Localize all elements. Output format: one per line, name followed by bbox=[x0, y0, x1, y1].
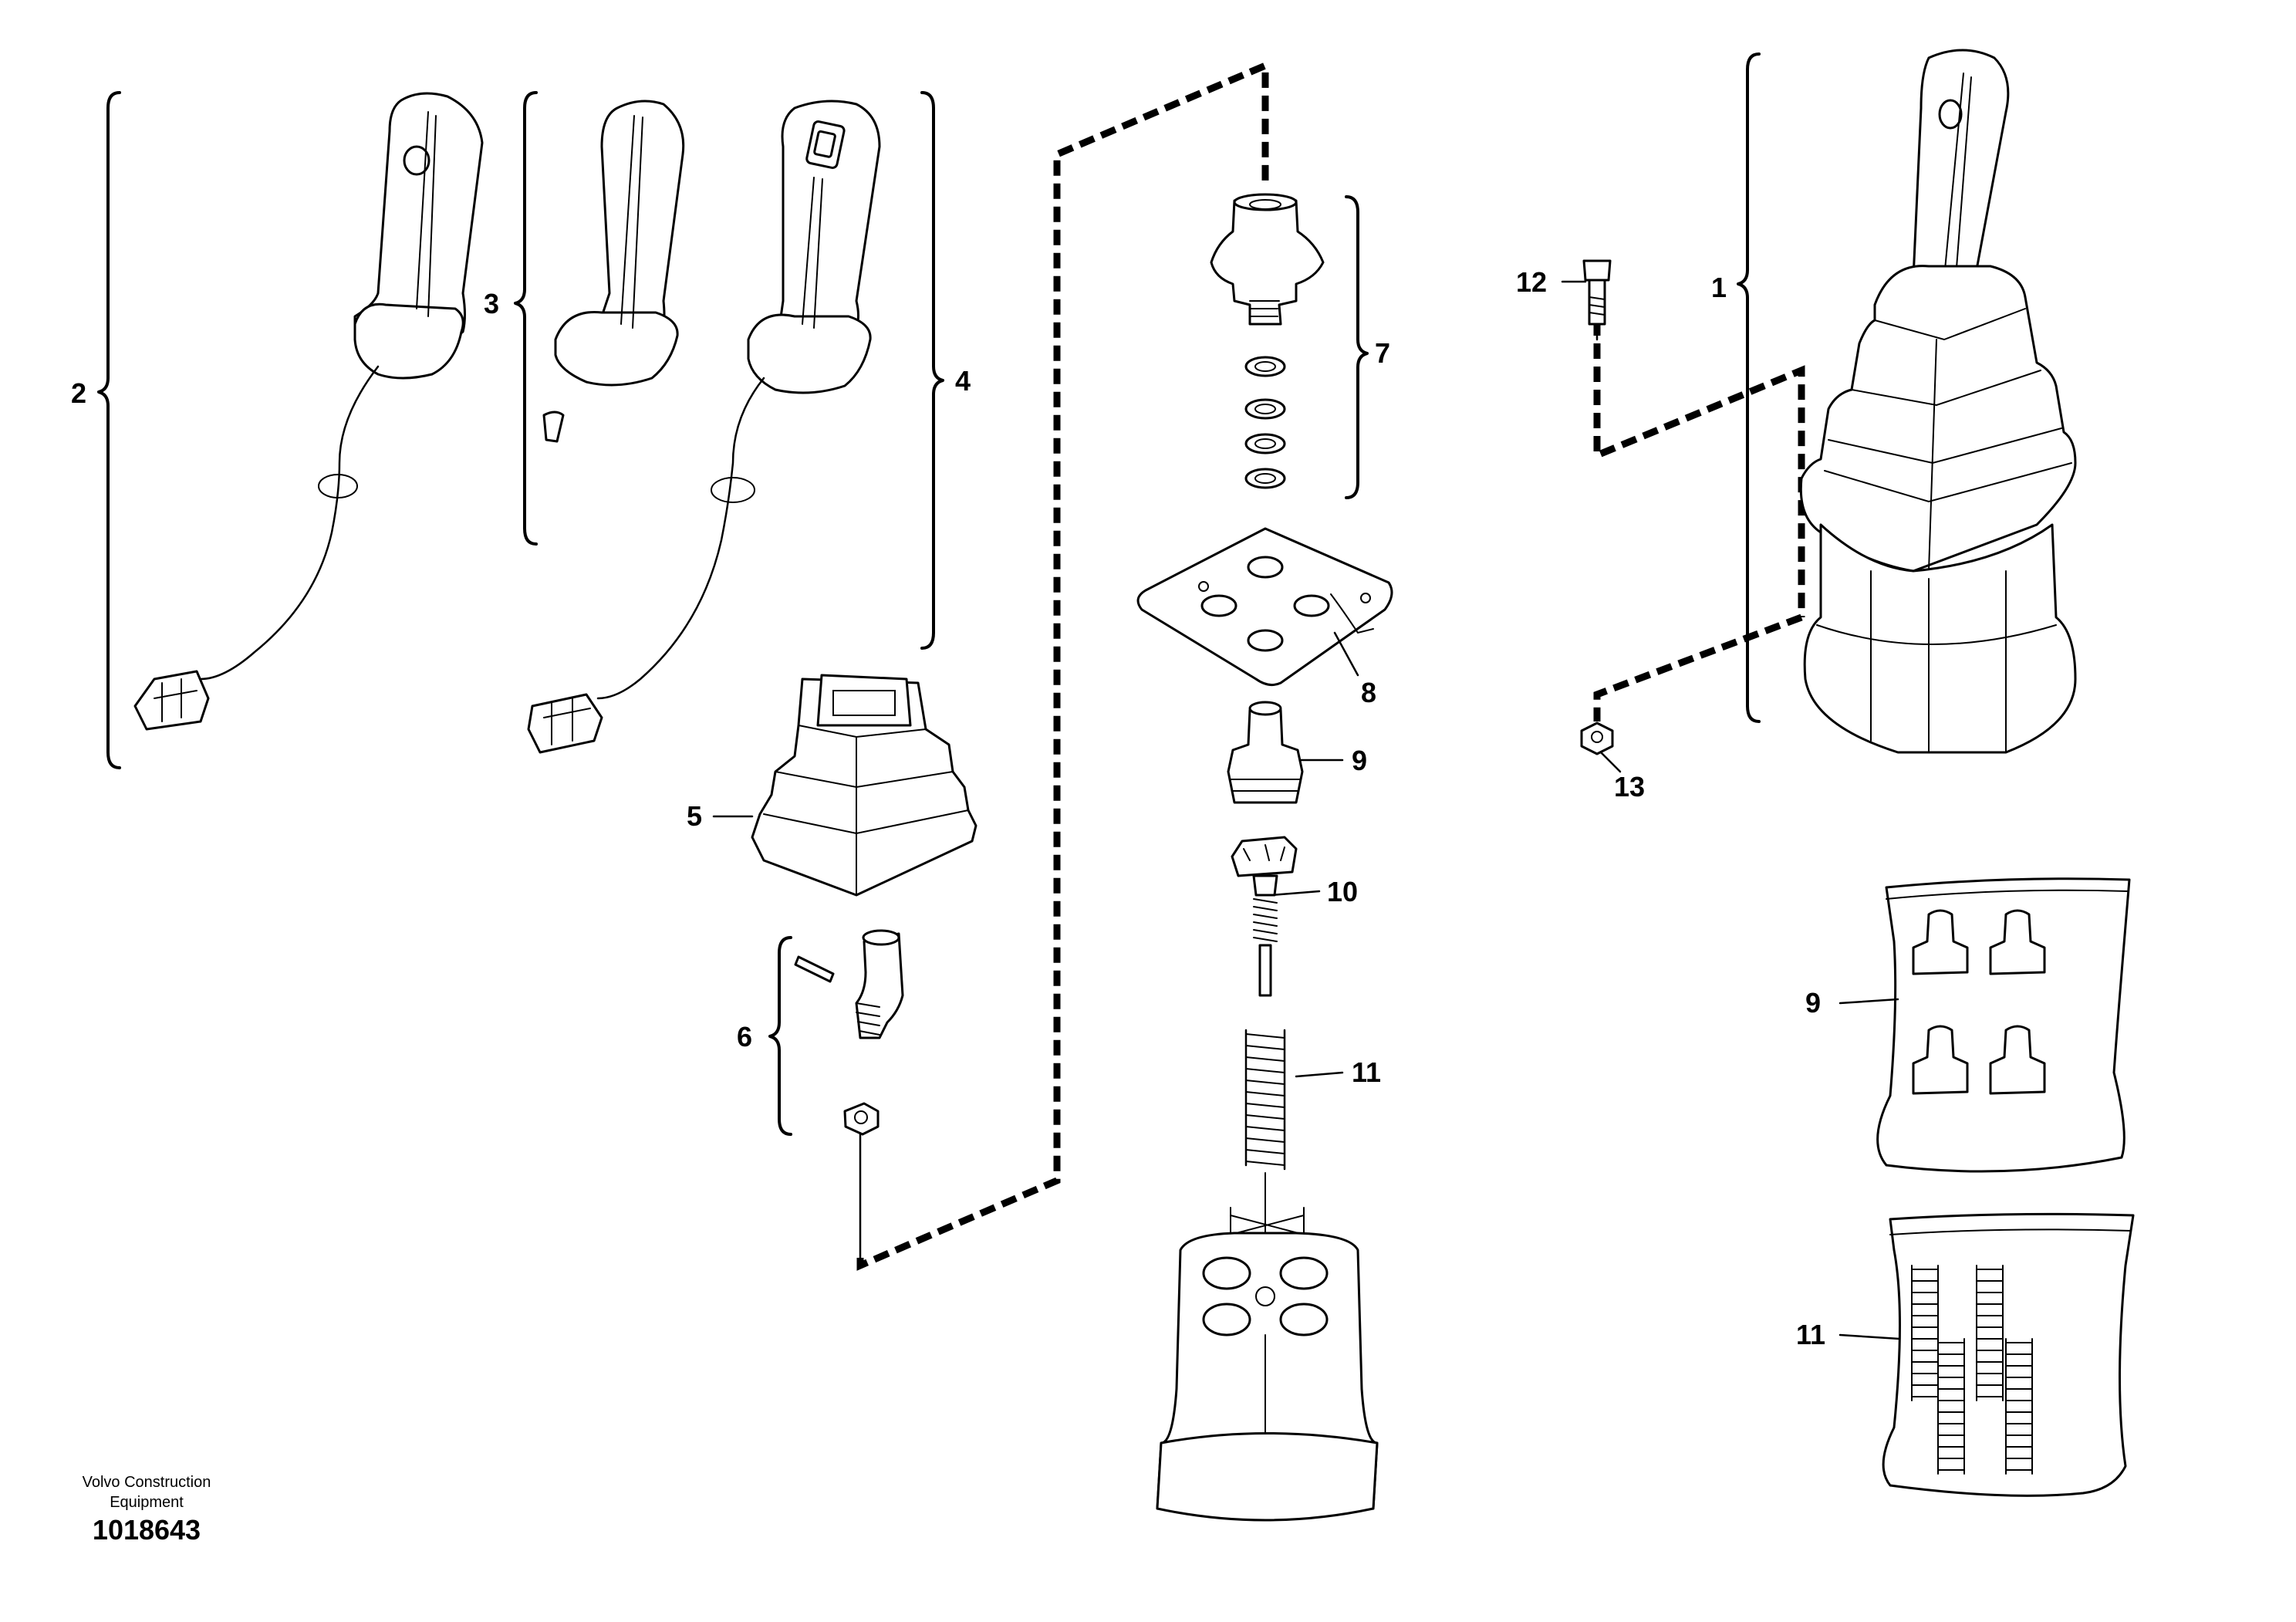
callout-12: 12 bbox=[1516, 266, 1547, 298]
figure-number: 1018643 bbox=[92, 1514, 201, 1546]
part-6-pin-and-nut bbox=[768, 929, 904, 1136]
callout-labels: 1 2 3 4 5 6 7 8 9 9 10 11 11 12 13 bbox=[71, 266, 1825, 1350]
leader-lines bbox=[712, 280, 1901, 1340]
callout-3: 3 bbox=[484, 288, 499, 319]
callout-7: 7 bbox=[1375, 337, 1390, 369]
part-10-cap-and-rod bbox=[1231, 836, 1298, 997]
callout-9: 9 bbox=[1352, 745, 1367, 776]
callout-5: 5 bbox=[687, 800, 702, 832]
callout-9b: 9 bbox=[1805, 987, 1821, 1019]
part-7-plunger-and-seals bbox=[1210, 193, 1369, 499]
callout-10: 10 bbox=[1327, 876, 1358, 907]
assembly-path-right bbox=[859, 319, 1805, 1259]
callout-1: 1 bbox=[1711, 272, 1727, 303]
part-8-plate bbox=[1136, 527, 1393, 687]
part-11-spring bbox=[1244, 1029, 1286, 1235]
part-12-bolt bbox=[1582, 259, 1612, 326]
callout-4: 4 bbox=[955, 365, 971, 397]
callout-2: 2 bbox=[71, 377, 86, 409]
brand-line-1: Volvo Construction bbox=[82, 1474, 211, 1491]
callout-11: 11 bbox=[1352, 1056, 1381, 1088]
assembly-path-left bbox=[856, 60, 1269, 1271]
callout-6: 6 bbox=[737, 1021, 752, 1053]
kit-11-spring-bag bbox=[1882, 1212, 2135, 1497]
part-1-joystick-assembly bbox=[1737, 49, 2077, 754]
part-9-plunger bbox=[1227, 701, 1304, 804]
part-3-handle-plain bbox=[514, 91, 685, 546]
valve-body bbox=[1156, 1207, 1379, 1522]
brand-label: Volvo Construction Equipment bbox=[54, 1472, 239, 1512]
part-2-handle-with-cable bbox=[97, 91, 484, 769]
part-13-nut bbox=[1580, 721, 1614, 755]
kit-9-plunger-bag bbox=[1876, 877, 2131, 1173]
part-4-handle-with-switch bbox=[527, 91, 944, 754]
callout-13: 13 bbox=[1614, 771, 1645, 803]
part-5-rubber-boot bbox=[751, 674, 977, 897]
callout-8: 8 bbox=[1361, 677, 1376, 708]
brand-line-2: Equipment bbox=[110, 1494, 184, 1511]
callout-11b: 11 bbox=[1796, 1319, 1825, 1350]
